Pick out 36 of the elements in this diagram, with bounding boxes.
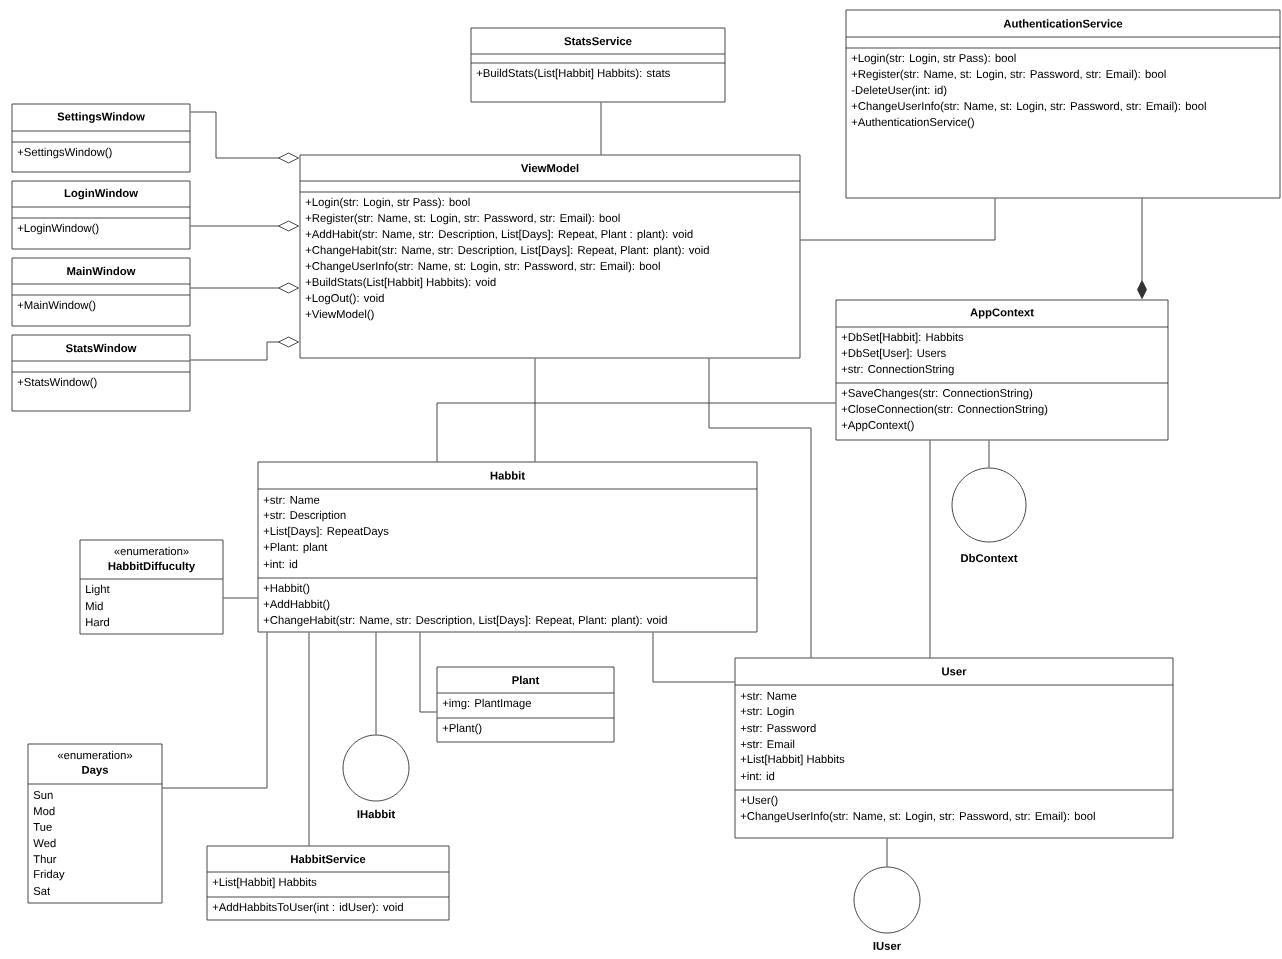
connector-line	[534, 358, 536, 462]
connector-line	[988, 440, 990, 468]
enumeration-box: «enumeration» HabbitDiffuculty Light Mid Hard	[79, 539, 224, 635]
class-box: Plant +img: PlantImage +Plant()	[436, 666, 615, 743]
connector-line	[886, 838, 888, 867]
node-label: IUser	[873, 942, 901, 950]
connector-line	[223, 597, 258, 599]
class-box: MainWindow +MainWindow()	[11, 257, 191, 327]
enumeration-box: «enumeration» Days Sun Mod Tue Wed Thur Friday Sat	[27, 743, 163, 904]
connector-line	[419, 632, 437, 713]
aggregation-connector	[190, 336, 299, 361]
connector-line	[436, 402, 836, 462]
connector-line	[800, 198, 996, 241]
class-box: SettingsWindow +SettingsWindow()	[11, 103, 191, 173]
aggregation-connector	[190, 220, 299, 232]
class-box: ViewModel +Login(str: Login, str Pass): bool +Register(str: Name, st: Login, str: Password, str: Email): bool +AddHabit(str: Name, str: Description, List[Days]: Repeat, Plant : plant): void +ChangeHabit(str: Name, str: Description, List[Days]: Repeat, Plant: plant): void +ChangeUserInfo(str: Name, st: Login, str: Password, str: Email): bool +BuildStats(List[Habbit] Habbits): void +LogOut(): void +ViewModel()	[299, 154, 801, 359]
class-box: StatsWindow +StatsWindow()	[11, 334, 191, 412]
connector-line	[162, 632, 268, 789]
connector-line	[600, 102, 602, 155]
class-box: HabbitService +List[Habbit] Habbits +AddHabbitsToUser(int : idUser): void	[206, 845, 450, 921]
node-label: IHabbit	[357, 809, 396, 819]
node-label: DbContext	[961, 553, 1018, 563]
class-box: User +str: Name +str: Login +str: Password +str: Email +List[Habbit] Habbits +int: id +User() +ChangeUserInfo(str: Name, st: Login, str: Password, str: Email): bool	[734, 657, 1174, 839]
aggregation-connector	[190, 111, 299, 164]
connector-line	[652, 632, 735, 683]
composition-connector	[1137, 198, 1147, 299]
connector-line	[929, 440, 931, 658]
class-box: LoginWindow +LoginWindow()	[11, 180, 191, 250]
class-box: AppContext +DbSet[Habbit]: Habbits +DbSet[User]: Users +str: ConnectionString +SaveChanges(str: ConnectionString) +CloseConnection(str: ConnectionString) +AppContext()	[835, 299, 1169, 441]
connector-line	[308, 632, 310, 846]
class-box: Habbit +str: Name +str: Description +List[Days]: RepeatDays +Plant: plant +int: id +Habbit() +AddHabbit() +ChangeHabit(str: Name, str: Description, List[Days]: Repeat, Plant: plant): void	[257, 461, 758, 633]
connector-line	[375, 632, 377, 735]
class-box: AuthenticationService +Login(str: Login, str Pass): bool +Register(str: Name, st: Login, str: Password, str: Email): bool -DeleteUser(int: id) +ChangeUserInfo(str: Name, st: Login, str: Password, str: Email): bool +AuthenticationService()	[845, 9, 1281, 199]
aggregation-connector	[190, 282, 299, 294]
connector-line	[708, 358, 812, 658]
class-box: StatsService +BuildStats(List[Habbit] Habbits): stats	[470, 27, 726, 103]
